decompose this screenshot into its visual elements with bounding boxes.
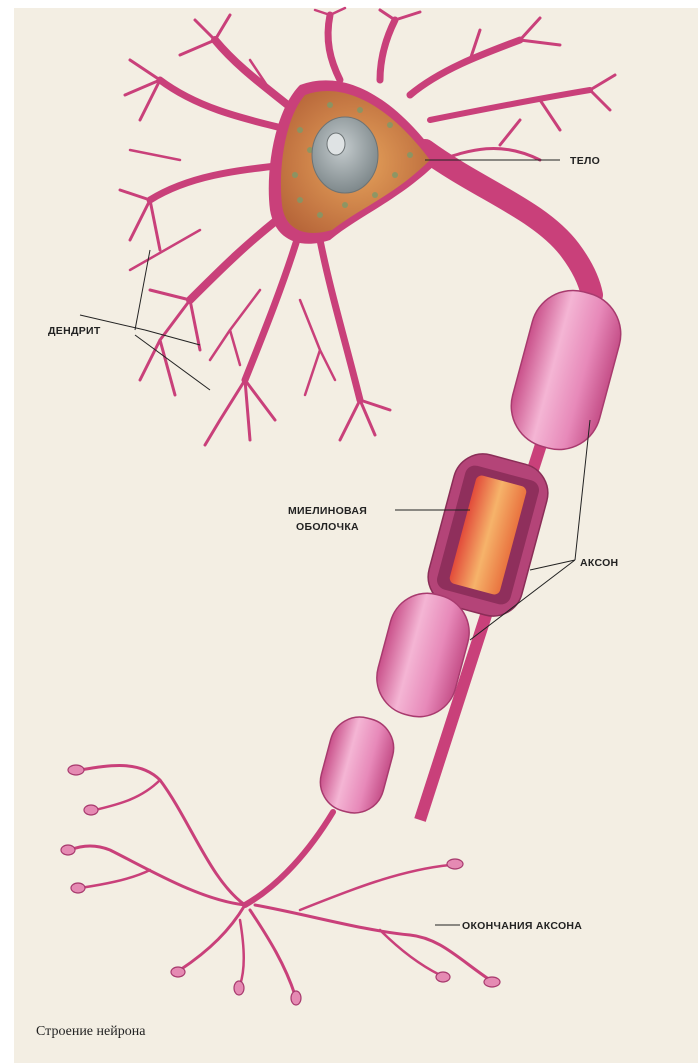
label-dendrite: ДЕНДРИТ bbox=[48, 325, 101, 337]
axon bbox=[314, 281, 631, 820]
nucleolus bbox=[327, 133, 345, 155]
label-myelin-line1: МИЕЛИНОВАЯ bbox=[288, 505, 367, 517]
label-axon-terminals: ОКОНЧАНИЯ АКСОНА bbox=[462, 920, 582, 932]
label-axon: АКСОН bbox=[580, 557, 618, 569]
label-body: ТЕЛО bbox=[570, 155, 600, 167]
cell-body bbox=[269, 80, 440, 243]
nucleus bbox=[312, 117, 378, 193]
figure-caption: Строение нейрона bbox=[36, 1024, 145, 1040]
label-myelin-line2: ОБОЛОЧКА bbox=[296, 521, 359, 533]
axon-hillock bbox=[425, 150, 592, 295]
